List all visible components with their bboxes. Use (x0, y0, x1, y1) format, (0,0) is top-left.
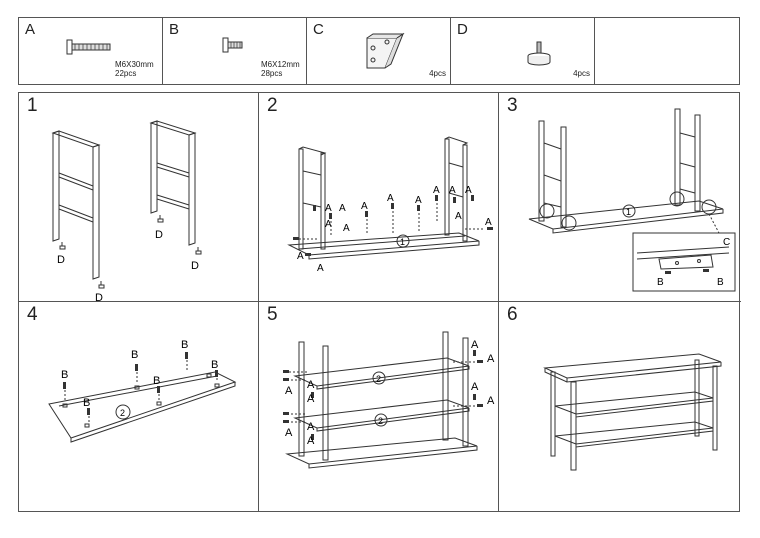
step-number: 5 (267, 304, 278, 325)
screw-label: A (343, 223, 350, 234)
screw-label: B (181, 339, 188, 351)
shelf-label: 1 (626, 207, 631, 217)
step-4-illustration: 2 B B B B B B (48, 339, 237, 443)
screw-label: A (325, 203, 332, 214)
screw-label: A (317, 263, 324, 274)
part-letter: C (313, 21, 324, 38)
part-empty (595, 18, 741, 84)
screw-label: A (307, 379, 315, 391)
part-qty: 4pcs (573, 69, 590, 78)
step-number: 1 (27, 95, 38, 116)
foot-label: D (155, 229, 163, 241)
part-qty: 4pcs (429, 69, 446, 78)
screw-label: A (449, 185, 456, 196)
shelf-label: 2 (378, 416, 383, 426)
step-4: 4 2 (19, 302, 259, 511)
step-6: 6 (499, 302, 741, 511)
screw-label: A (485, 217, 492, 228)
screw-label: A (487, 395, 495, 407)
screw-label: B (83, 397, 90, 409)
step-5-illustration: 2 2 A A A A A A A A A A (283, 331, 495, 469)
screw-label: A (487, 353, 495, 365)
screw-label: A (387, 193, 394, 204)
step-number: 2 (267, 95, 278, 116)
screw-label: A (471, 381, 479, 393)
step-5: 5 (259, 302, 499, 511)
shelf-label: 2 (376, 374, 381, 384)
foot-label: D (191, 260, 199, 272)
screw-label: B (657, 277, 664, 288)
screw-label: B (717, 277, 724, 288)
corner-bracket-icon (366, 32, 405, 69)
screw-label: A (471, 339, 479, 351)
step-2: 2 (259, 93, 499, 302)
screw-label: B (61, 369, 68, 381)
screw-label: B (153, 375, 160, 387)
short-screw-icon (222, 37, 243, 53)
part-d: D 4pcs (451, 18, 595, 84)
step-3-illustration: 1 C B B (528, 108, 736, 292)
assembly-steps: 1 D D D (18, 92, 741, 512)
step-number: 6 (507, 304, 518, 325)
step-3: 3 (499, 93, 741, 302)
step-number: 3 (507, 95, 518, 116)
step-2-illustration: 1 A A A A A A A A A A A A A A (287, 136, 493, 274)
long-screw-icon (66, 39, 111, 55)
screw-label: A (465, 185, 472, 196)
finished-table-illustration (543, 353, 722, 471)
part-c: C 4pcs (307, 18, 451, 84)
part-letter: D (457, 21, 468, 38)
shelf-label: 1 (400, 237, 405, 247)
screw-label: A (339, 203, 346, 214)
screw-label: A (433, 185, 440, 196)
screw-label: A (307, 393, 315, 405)
screw-label: A (285, 427, 293, 439)
screw-label: A (455, 211, 462, 222)
foot-label: D (57, 254, 65, 266)
step-1: 1 D D D (19, 93, 259, 302)
shelf-label: 2 (120, 408, 125, 418)
screw-label: A (307, 421, 315, 433)
screw-label: A (361, 201, 368, 212)
screw-label: B (131, 349, 138, 361)
screw-label: B (211, 359, 218, 371)
bracket-label: C (723, 237, 730, 248)
screw-label: A (325, 219, 332, 230)
screw-label: A (307, 435, 315, 447)
part-letter: B (169, 21, 180, 38)
step-1-illustration: D D D D (51, 120, 202, 302)
screw-label: A (297, 251, 304, 262)
leveling-foot-icon (527, 41, 551, 66)
step-number: 4 (27, 304, 38, 325)
screw-label: A (415, 195, 422, 206)
foot-label: D (95, 292, 103, 302)
part-letter: A (25, 21, 36, 38)
screw-label: A (285, 385, 293, 397)
